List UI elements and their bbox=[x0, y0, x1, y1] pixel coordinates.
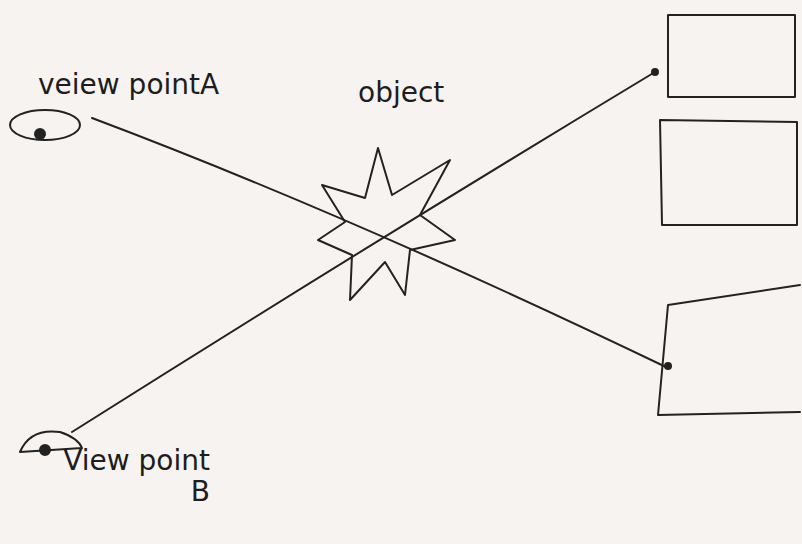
handwritten-label: View point B bbox=[40, 446, 210, 508]
screen-box bbox=[658, 285, 800, 415]
handwritten-label: object bbox=[358, 78, 528, 109]
hit-point bbox=[665, 363, 671, 369]
hit-point bbox=[652, 69, 658, 75]
eye-pupil bbox=[35, 129, 45, 139]
eye-symbol bbox=[10, 110, 80, 140]
object-star bbox=[318, 148, 455, 300]
sight-line bbox=[72, 72, 655, 432]
screen-box bbox=[660, 120, 797, 225]
screen-box bbox=[668, 15, 795, 97]
eye-pupil bbox=[40, 445, 50, 455]
sight-line bbox=[92, 118, 668, 368]
handwritten-label: veiew pointA bbox=[38, 70, 298, 101]
